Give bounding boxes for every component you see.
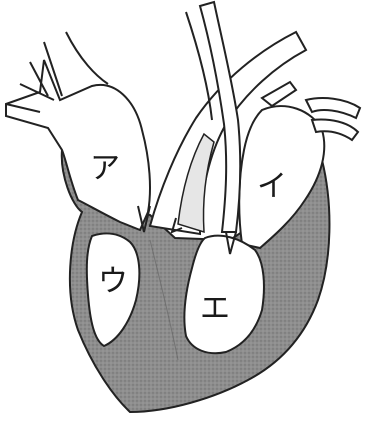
label-e: エ <box>200 291 230 326</box>
label-i: イ <box>257 169 287 204</box>
label-a: ア <box>90 151 120 186</box>
pulmonary-vein-upper <box>262 82 296 106</box>
label-u: ウ <box>98 264 128 299</box>
pulmonary-vein-right <box>306 98 360 118</box>
